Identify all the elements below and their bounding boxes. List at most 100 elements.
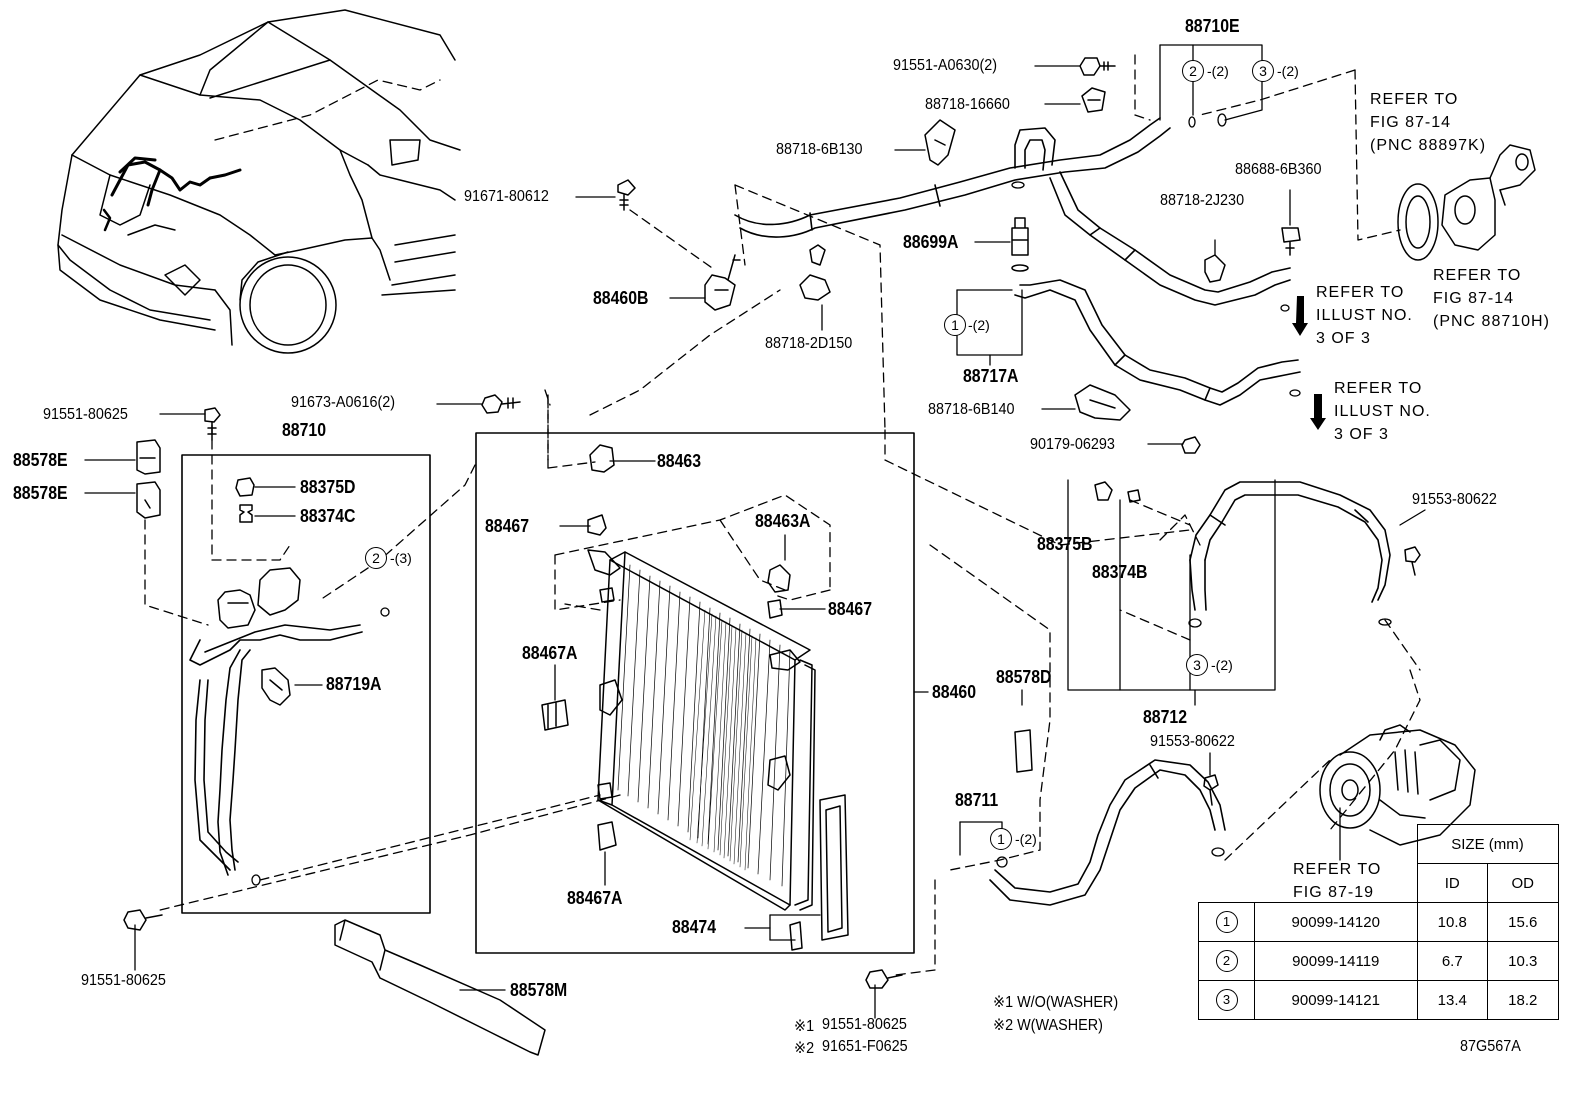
label-88718-6b130[interactable]: 88718-6B130: [776, 141, 863, 158]
bracket-88463: [589, 444, 615, 473]
condenser[interactable]: [587, 549, 849, 941]
fig87-14-parts[interactable]: [1397, 144, 1536, 261]
table-subheader-row: ID OD: [1198, 863, 1559, 903]
o-rings: [251, 113, 1392, 886]
small-parts[interactable]: [123, 57, 1421, 989]
callout-circle: 3: [1252, 60, 1274, 82]
refer-line: REFER TO: [1433, 267, 1522, 284]
row-number: 3: [1215, 989, 1238, 1011]
label-88375b[interactable]: 88375B: [1037, 534, 1093, 554]
note-mark-1: ※1: [794, 1018, 815, 1035]
label-88718-6b140[interactable]: 88718-6B140: [928, 401, 1015, 418]
row-part-number[interactable]: 90099-14121: [1254, 980, 1418, 1020]
callout-qty: -(2): [1211, 657, 1233, 673]
grommet-88467-2: [767, 599, 783, 619]
block-88578e-1: [136, 439, 161, 475]
bolt-91553-80622-b: [1203, 774, 1219, 806]
label-88719a[interactable]: 88719A: [326, 674, 382, 694]
label-90179-06293[interactable]: 90179-06293: [1030, 436, 1115, 453]
legend-washer-1: ※1 W/O(WASHER): [993, 994, 1119, 1011]
label-88699a[interactable]: 88699A: [903, 232, 959, 252]
label-88718-2j230[interactable]: 88718-2J230: [1160, 192, 1245, 209]
bolt-91551-80625-top: [204, 407, 221, 441]
refer-line: (PNC 88897K): [1370, 137, 1487, 154]
block-88578e-2: [136, 481, 161, 519]
compressor[interactable]: [1319, 724, 1476, 846]
label-88710e[interactable]: 88710E: [1185, 16, 1240, 36]
pad-88467a-2: [597, 821, 617, 851]
label-91551-80625-top[interactable]: 91551-80625: [43, 406, 128, 423]
label-91553-80622-a[interactable]: 91553-80622: [1412, 491, 1497, 508]
refer-line: REFER TO: [1316, 284, 1405, 301]
label-91651-f0625[interactable]: 91651-F0625: [822, 1038, 908, 1055]
callout-qty: -(2): [1277, 63, 1299, 79]
label-91673-a0616[interactable]: 91673-A0616(2): [291, 394, 396, 411]
label-88474[interactable]: 88474: [672, 917, 717, 937]
label-88718-2d150[interactable]: 88718-2D150: [765, 335, 853, 352]
label-88718-16660[interactable]: 88718-16660: [925, 96, 1010, 113]
label-91551-80625-right[interactable]: 91551-80625: [822, 1016, 907, 1033]
seal-ring-88897k: [1397, 183, 1439, 261]
refer-fig-87-14-88897k[interactable]: REFER TO FIG 87-14 (PNC 88897K): [1370, 88, 1486, 157]
label-91551-a0630[interactable]: 91551-A0630(2): [893, 57, 998, 74]
valve-core-88374b: [1127, 489, 1141, 503]
refer-line: ILLUST NO.: [1316, 307, 1413, 324]
clip-88718-2j230: [1204, 254, 1226, 283]
label-88710[interactable]: 88710: [282, 420, 327, 440]
valve-core-88374c: [239, 504, 253, 523]
row-id: 6.7: [1416, 941, 1488, 981]
callout-qty: -(3): [390, 550, 412, 566]
box-88460: [475, 432, 915, 954]
label-88578e-2[interactable]: 88578E: [13, 483, 68, 503]
bolt-91551-a0630: [1079, 57, 1116, 76]
table-row: 2 90099-14119 6.7 10.3: [1198, 941, 1559, 981]
refer-illust-3of3-a[interactable]: REFER TO ILLUST NO. 3 OF 3: [1316, 281, 1413, 350]
pad-88467a-1: [541, 699, 569, 731]
refer-illust-3of3-b[interactable]: REFER TO ILLUST NO. 3 OF 3: [1334, 377, 1431, 446]
label-91553-80622-b[interactable]: 91553-80622: [1150, 733, 1235, 750]
label-88467-2[interactable]: 88467: [828, 599, 873, 619]
label-88460b[interactable]: 88460B: [593, 288, 649, 308]
label-88578e-1[interactable]: 88578E: [13, 450, 68, 470]
refer-line: ILLUST NO.: [1334, 403, 1431, 420]
label-88578m[interactable]: 88578M: [510, 980, 568, 1000]
col-id-header: ID: [1416, 863, 1488, 903]
refer-arrows: [1292, 296, 1326, 430]
label-88688-6b360[interactable]: 88688-6B360: [1235, 161, 1322, 178]
nut-90179-06293: [1181, 436, 1201, 454]
label-88374c[interactable]: 88374C: [300, 506, 356, 526]
refer-line: 3 OF 3: [1316, 330, 1371, 347]
sensor-88719a: [261, 667, 291, 706]
callout-circle: 2: [365, 547, 387, 569]
refer-fig-87-14-88710h[interactable]: REFER TO FIG 87-14 (PNC 88710H): [1433, 264, 1550, 333]
bar-88578m[interactable]: [334, 919, 546, 1056]
row-id: 10.8: [1416, 902, 1488, 942]
label-88463a[interactable]: 88463A: [755, 511, 811, 531]
table-header-row: SIZE (mm): [1199, 824, 1559, 864]
row-od: 10.3: [1487, 941, 1559, 981]
clip-88718-6b130: [924, 119, 956, 166]
refer-line: (PNC 88710H): [1433, 313, 1550, 330]
label-88711[interactable]: 88711: [955, 790, 999, 810]
bolt-88688-6b360: [1281, 227, 1301, 256]
label-88467-1[interactable]: 88467: [485, 516, 530, 536]
col-od-header: OD: [1487, 863, 1559, 903]
label-91671-80612[interactable]: 91671-80612: [464, 188, 549, 205]
label-88578d[interactable]: 88578D: [996, 667, 1052, 687]
label-88460[interactable]: 88460: [932, 682, 977, 702]
label-88467a-1[interactable]: 88467A: [522, 643, 578, 663]
label-88374b[interactable]: 88374B: [1092, 562, 1148, 582]
row-part-number[interactable]: 90099-14120: [1254, 902, 1418, 942]
refer-line: FIG 87-14: [1370, 114, 1452, 131]
label-88717a[interactable]: 88717A: [963, 366, 1019, 386]
bolt-91551-80625-right: [865, 969, 903, 989]
bracket-88460b: [704, 254, 741, 311]
row-part-number[interactable]: 90099-14119: [1254, 941, 1418, 981]
label-88467a-2[interactable]: 88467A: [567, 888, 623, 908]
label-88463[interactable]: 88463: [657, 451, 702, 471]
label-88375d[interactable]: 88375D: [300, 477, 356, 497]
refer-line: REFER TO: [1334, 380, 1423, 397]
label-88712[interactable]: 88712: [1143, 707, 1188, 727]
label-91551-80625-bottom[interactable]: 91551-80625: [81, 972, 166, 989]
